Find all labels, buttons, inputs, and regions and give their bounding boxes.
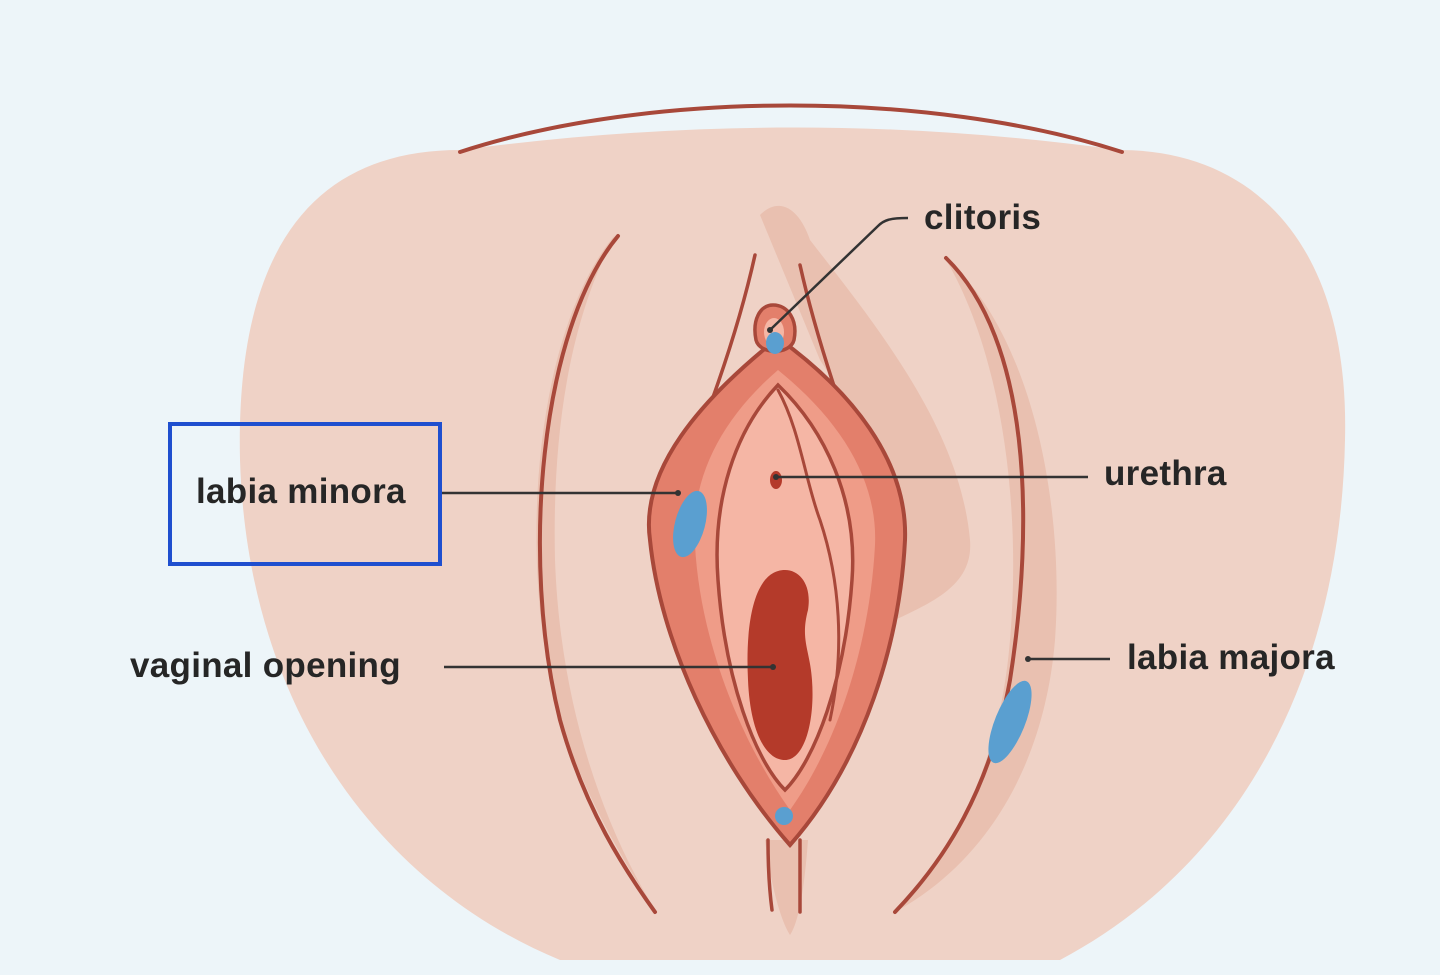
clitoris-leader-dot — [767, 327, 773, 333]
urethra-label: urethra — [1104, 454, 1227, 493]
labia-minora-leader-dot — [675, 490, 681, 496]
hood-line-left — [710, 253, 757, 402]
labia-majora-label: labia majora — [1127, 638, 1335, 677]
mons-ridge-line — [458, 103, 1124, 154]
labia-minora-highlight-box — [168, 422, 442, 566]
labia-majora-line-right — [893, 256, 1026, 914]
labia-majora-leader-dot — [1025, 656, 1031, 662]
vaginal-opening-leader-dot — [770, 664, 776, 670]
vaginal-opening-shape — [747, 570, 813, 760]
highlight-spot-bottom — [775, 807, 793, 825]
clitoris-label: clitoris — [924, 198, 1042, 237]
labia-majora-line-left — [537, 234, 657, 914]
center-line-left — [766, 838, 774, 912]
urethra-leader-dot — [773, 474, 779, 480]
highlight-spot-labia-majora — [988, 680, 1032, 764]
center-shadow — [765, 840, 808, 935]
clitoris-leader-line — [769, 216, 909, 331]
highlight-spot-clitoris — [766, 332, 784, 354]
labia-minora-label: labia minora — [196, 472, 406, 511]
highlight-spot-labia-minora — [673, 490, 707, 558]
vaginal-opening-label: vaginal opening — [130, 646, 401, 685]
vestibule-fold-line — [776, 388, 841, 722]
